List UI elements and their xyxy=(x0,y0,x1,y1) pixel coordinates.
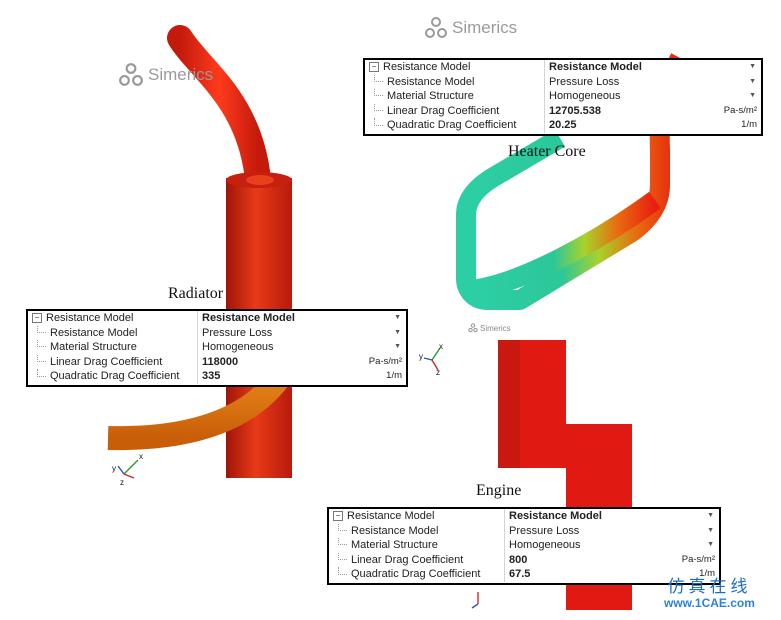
caption-heater-core: Heater Core xyxy=(508,143,586,160)
dropdown-arrow-icon[interactable]: ▼ xyxy=(707,526,714,534)
property-value: Pressure Loss xyxy=(202,326,273,339)
property-row-quadratic-drag[interactable]: Quadratic Drag Coefficient 335 1/m xyxy=(28,369,406,384)
site-watermark-url: www.1CAE.com xyxy=(664,596,755,610)
property-value: Homogeneous xyxy=(509,539,581,552)
property-row-material[interactable]: Material Structure Homogeneous ▼ xyxy=(365,89,761,104)
property-row-material[interactable]: Material Structure Homogeneous ▼ xyxy=(329,538,719,553)
property-row-linear-drag[interactable]: Linear Drag Coefficient 12705.538 Pa-s/m² xyxy=(365,103,761,119)
simerics-watermark-center: Simerics xyxy=(468,323,511,333)
property-value[interactable]: 20.25 xyxy=(549,119,577,132)
axis-label-x: x xyxy=(139,452,143,461)
dropdown-arrow-icon[interactable]: ▼ xyxy=(749,63,756,70)
simerics-logo-icon xyxy=(119,63,143,86)
dropdown-arrow-icon[interactable]: ▼ xyxy=(394,328,401,336)
property-row-header[interactable]: −Resistance Model Resistance Model▼ xyxy=(28,311,406,326)
axis-triad-center xyxy=(423,347,441,371)
property-value: Homogeneous xyxy=(549,90,621,103)
property-panel-heater-core[interactable]: −Resistance Model Resistance Model▼ Resi… xyxy=(363,58,763,136)
dropdown-arrow-icon[interactable]: ▼ xyxy=(394,343,401,351)
property-unit: Pa-s/m² xyxy=(368,355,402,367)
simerics-brand-text: Simerics xyxy=(480,323,511,333)
property-value[interactable]: 335 xyxy=(202,370,221,383)
property-name: Resistance Model xyxy=(383,61,471,73)
collapse-toggle-icon[interactable]: − xyxy=(369,62,379,73)
property-value: Resistance Model xyxy=(509,510,602,522)
property-row-header[interactable]: −Resistance Model Resistance Model▼ xyxy=(329,509,719,524)
property-name: Linear Drag Coefficient xyxy=(365,103,545,119)
collapse-toggle-icon[interactable]: − xyxy=(32,313,42,324)
property-unit: 1/m xyxy=(699,568,715,580)
dropdown-arrow-icon[interactable]: ▼ xyxy=(749,92,756,100)
property-name: Resistance Model xyxy=(46,312,134,324)
property-name: Material Structure xyxy=(28,340,198,355)
caption-radiator: Radiator xyxy=(168,285,224,302)
property-row-model[interactable]: Resistance Model Pressure Loss ▼ xyxy=(329,523,719,539)
property-value[interactable]: 118000 xyxy=(202,355,239,368)
property-row-quadratic-drag[interactable]: Quadratic Drag Coefficient 67.5 1/m xyxy=(329,567,719,582)
property-name: Resistance Model xyxy=(28,325,198,341)
axis-label-x2: x xyxy=(439,342,443,351)
axis-label-z: z xyxy=(120,478,124,487)
property-name: Material Structure xyxy=(329,538,505,553)
property-value[interactable]: 67.5 xyxy=(509,568,531,581)
simerics-logo-icon xyxy=(425,17,447,38)
property-row-quadratic-drag[interactable]: Quadratic Drag Coefficient 20.25 1/m xyxy=(365,118,761,133)
simerics-watermark-left: Simerics xyxy=(118,62,213,88)
axis-label-z2: z xyxy=(436,368,440,377)
dropdown-arrow-icon[interactable]: ▼ xyxy=(749,77,756,85)
property-value: Resistance Model xyxy=(549,61,642,73)
dropdown-arrow-icon[interactable]: ▼ xyxy=(707,512,714,519)
property-row-linear-drag[interactable]: Linear Drag Coefficient 800 Pa-s/m² xyxy=(329,552,719,568)
axis-label-y: y xyxy=(112,464,116,473)
property-value: Pressure Loss xyxy=(549,75,620,88)
property-unit: Pa-s/m² xyxy=(723,104,757,116)
property-name: Resistance Model xyxy=(365,74,545,90)
property-panel-radiator[interactable]: −Resistance Model Resistance Model▼ Resi… xyxy=(26,309,408,387)
radiator-inlet-pipe xyxy=(167,25,271,193)
axis-label-y2: y xyxy=(419,352,423,361)
dropdown-arrow-icon[interactable]: ▼ xyxy=(707,541,714,549)
dropdown-arrow-icon[interactable]: ▼ xyxy=(394,314,401,321)
property-value: Pressure Loss xyxy=(509,524,580,537)
simerics-brand-text: Simerics xyxy=(452,18,518,37)
property-value: Homogeneous xyxy=(202,341,274,354)
simerics-logo-icon xyxy=(468,323,478,333)
simerics-watermark-top: Simerics xyxy=(424,16,517,40)
property-name: Resistance Model xyxy=(329,523,505,539)
property-row-header[interactable]: −Resistance Model Resistance Model▼ xyxy=(365,60,761,75)
property-row-model[interactable]: Resistance Model Pressure Loss ▼ xyxy=(28,325,406,341)
property-row-material[interactable]: Material Structure Homogeneous ▼ xyxy=(28,340,406,355)
property-row-model[interactable]: Resistance Model Pressure Loss ▼ xyxy=(365,74,761,90)
property-name: Quadratic Drag Coefficient xyxy=(28,369,198,384)
property-value[interactable]: 800 xyxy=(509,553,528,566)
caption-engine: Engine xyxy=(476,482,522,499)
collapse-toggle-icon[interactable]: − xyxy=(333,511,343,522)
property-name: Quadratic Drag Coefficient xyxy=(329,567,505,582)
property-value[interactable]: 12705.538 xyxy=(549,104,601,117)
property-panel-engine[interactable]: −Resistance Model Resistance Model▼ Resi… xyxy=(327,507,721,585)
property-name: Resistance Model xyxy=(347,510,435,522)
axis-triad-radiator xyxy=(117,459,139,479)
property-name: Linear Drag Coefficient xyxy=(28,354,198,370)
property-row-linear-drag[interactable]: Linear Drag Coefficient 118000 Pa-s/m² xyxy=(28,354,406,370)
site-watermark-cn: 仿真在线 xyxy=(667,577,752,597)
property-unit: 1/m xyxy=(386,370,402,382)
site-watermark: 仿真在线 www.1CAE.com xyxy=(664,578,755,610)
property-name: Material Structure xyxy=(365,89,545,104)
property-value: Resistance Model xyxy=(202,312,295,324)
property-name: Linear Drag Coefficient xyxy=(329,552,505,568)
simerics-brand-text: Simerics xyxy=(148,65,214,84)
property-unit: 1/m xyxy=(741,119,757,131)
property-name: Quadratic Drag Coefficient xyxy=(365,118,545,133)
axis-triad-engine xyxy=(471,592,479,609)
property-unit: Pa-s/m² xyxy=(681,553,715,565)
